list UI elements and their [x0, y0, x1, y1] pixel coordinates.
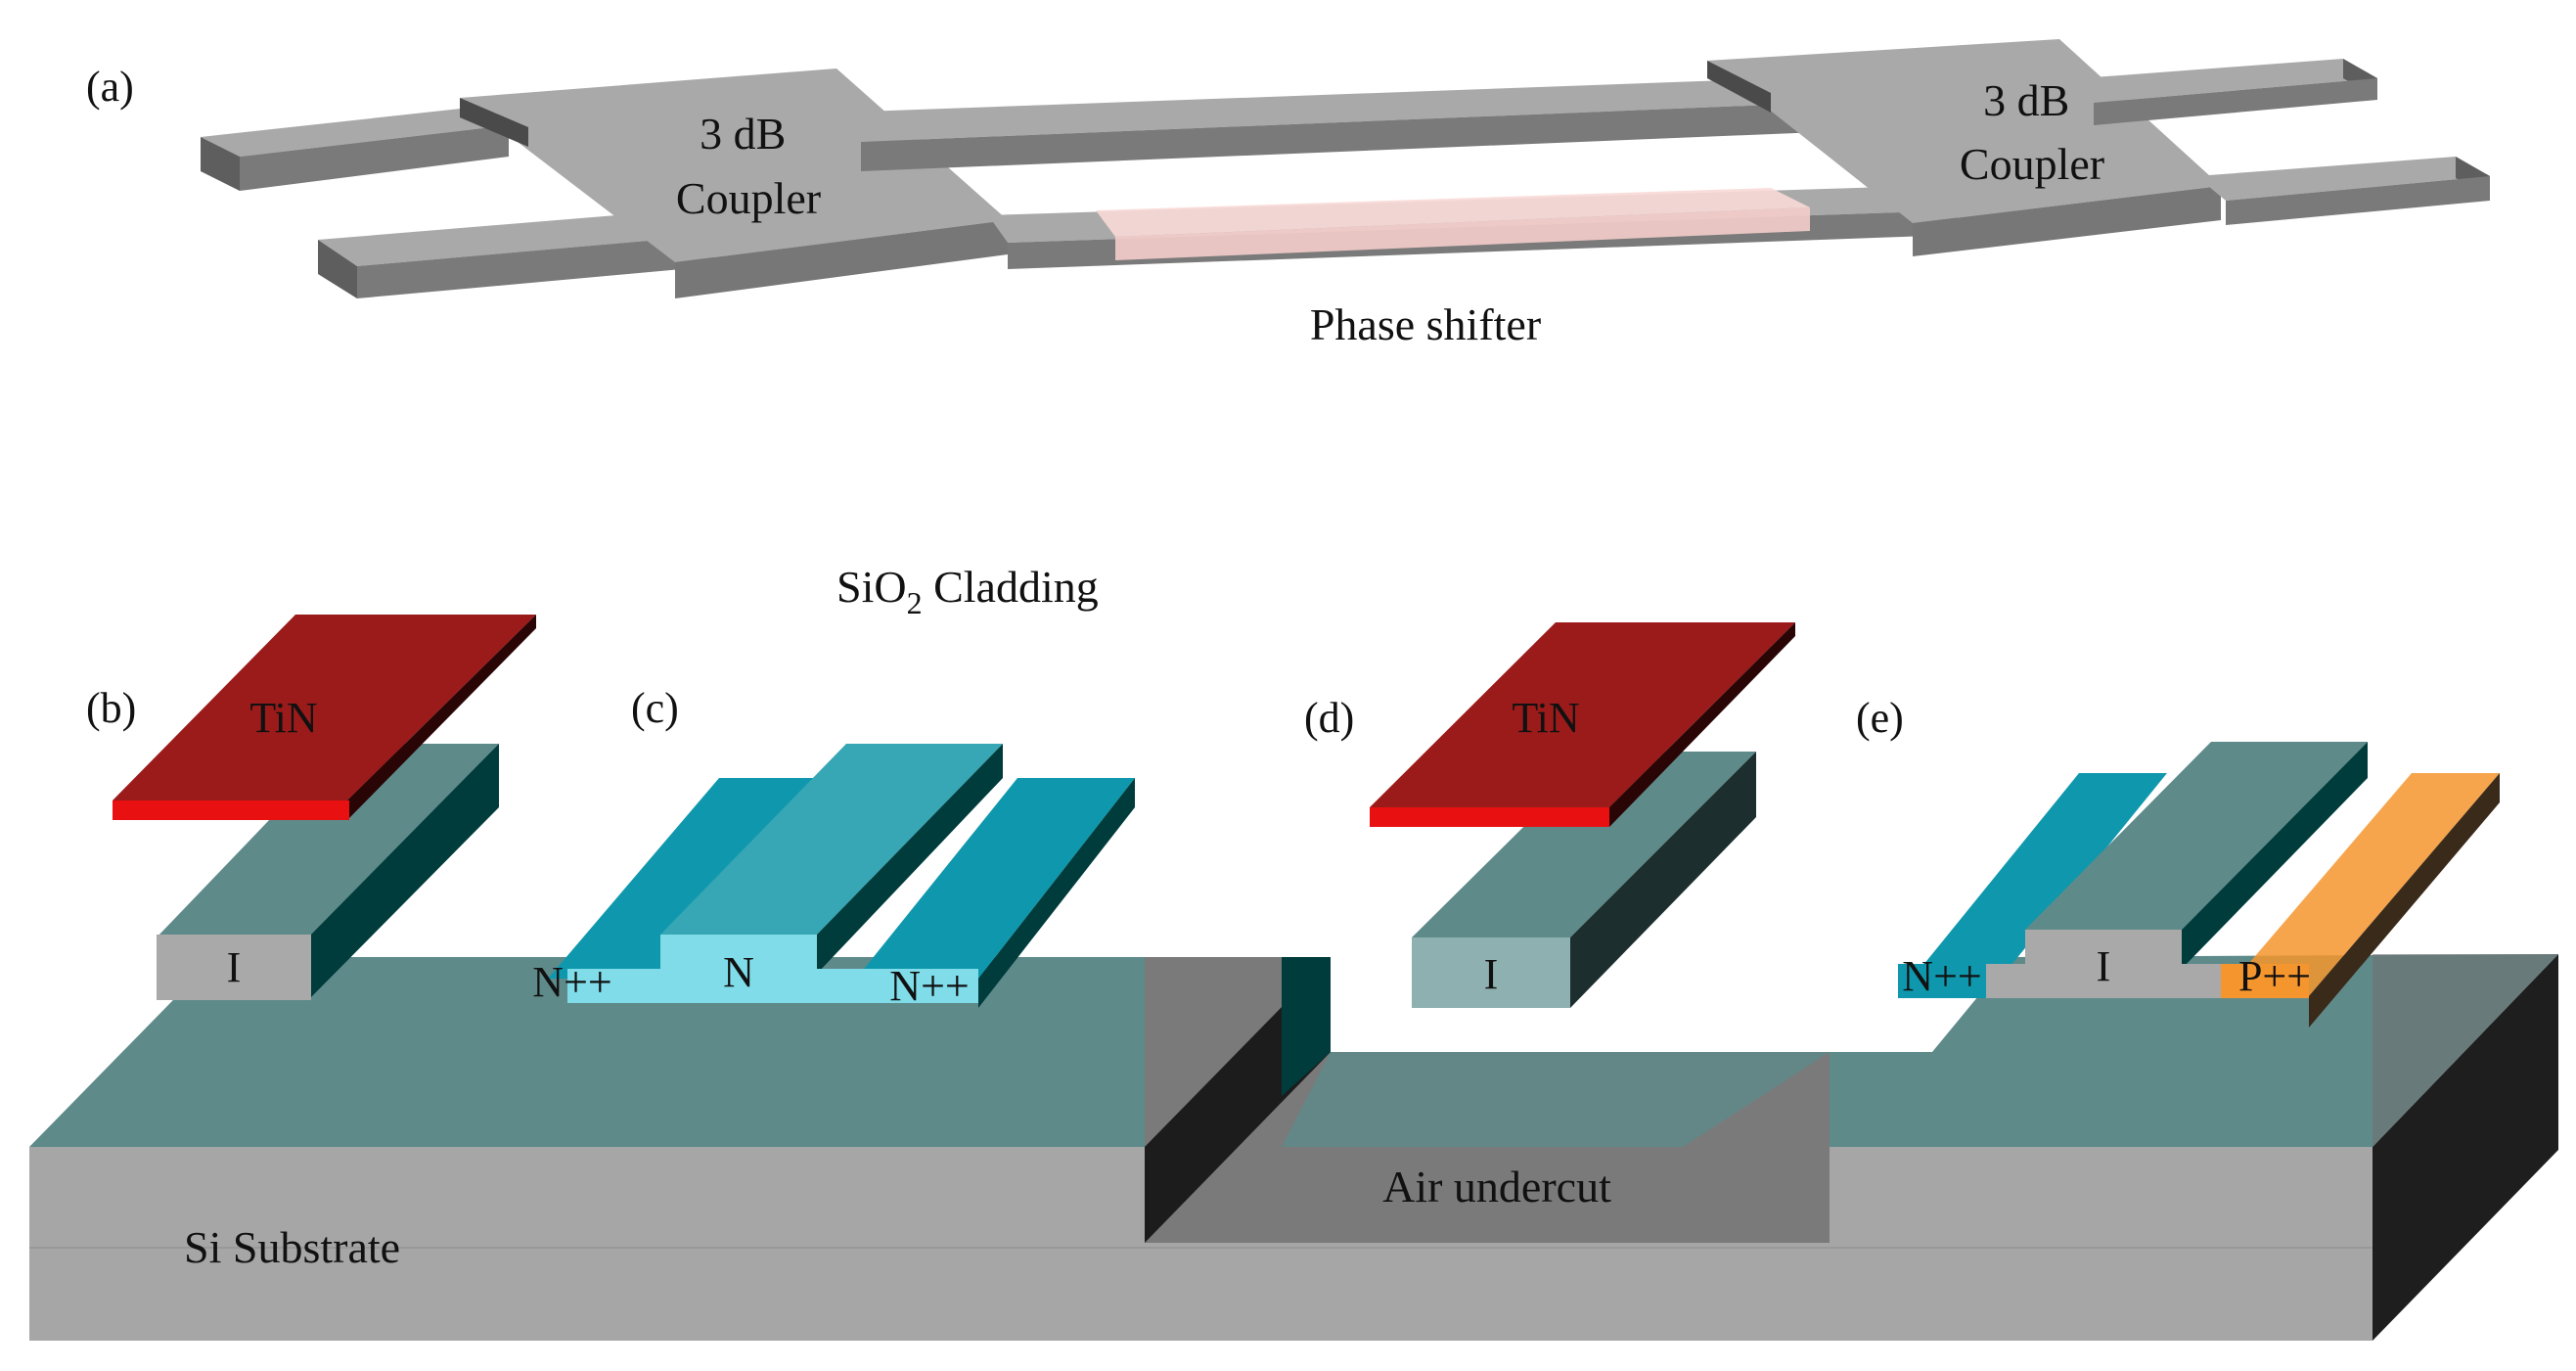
cladding-label: SiO2 Cladding [836, 562, 1099, 620]
tin-label-d: TiN [1512, 694, 1579, 742]
right-coupler-line2: Coupler [1960, 139, 2104, 189]
p-plus-e [2221, 964, 2309, 998]
upper-interferometer-arm [836, 78, 1820, 171]
si-substrate-side [2373, 954, 2558, 1341]
core-i-d [1412, 937, 1570, 1008]
panel-c-label: (c) [631, 684, 679, 732]
device-d-suspended-heater: (d) I TiN [1304, 622, 1795, 1008]
device-c-n-doped: (c) N++ N N++ [532, 684, 1135, 1010]
phase-shifter-region [1096, 188, 1810, 237]
device-e-pin-junction: (e) N++ I P++ [1856, 694, 2500, 1028]
panel-e-label: (e) [1856, 694, 1904, 742]
n-plus-label-e: N++ [1902, 952, 1981, 1000]
left-coupler-line2: Coupler [676, 173, 821, 223]
cladding-left-top [29, 957, 1145, 1147]
n-left-label-c: N++ [532, 958, 611, 1006]
core-i-b [157, 935, 311, 1000]
right-lower-output-arm [2196, 157, 2490, 225]
lower-interferometer-arm [988, 186, 1957, 269]
panel-b-label: (b) [86, 684, 136, 732]
left-lower-input-arm [318, 210, 714, 298]
substrate-label: Si Substrate [184, 1222, 400, 1272]
left-coupler-label: 3 dB Coupler [676, 109, 821, 223]
tin-heater-b [113, 800, 349, 820]
right-coupler-label: 3 dB Coupler [1960, 75, 2104, 189]
n-core-label-c: N [723, 948, 754, 996]
substrate-stack: Si Substrate Air undercut [29, 954, 2558, 1341]
device-b-thermal-heater: (b) I TiN [86, 615, 536, 1000]
tin-label-b: TiN [249, 694, 317, 742]
tin-heater-d [1370, 807, 1609, 827]
undercut-label: Air undercut [1382, 1162, 1611, 1211]
n-slab-c [567, 969, 978, 1003]
p-plus-label-e: P++ [2238, 952, 2311, 1000]
undercut-membrane [1282, 1052, 1830, 1147]
core-i-b-label: I [227, 943, 242, 991]
n-plus-e [1898, 964, 1986, 998]
panel-d-label: (d) [1304, 694, 1354, 742]
mzi-schematic: (a) 3 dB Coupler 3 dB Coupler Phase shif… [86, 39, 2490, 349]
left-upper-input-arm [201, 108, 509, 191]
n-right-label-c: N++ [889, 962, 969, 1010]
core-i-d-label: I [1484, 950, 1499, 998]
right-coupler-line1: 3 dB [1983, 75, 2069, 125]
i-core-label-e: I [2097, 942, 2111, 990]
cladding-right-front [1830, 1147, 2373, 1247]
panel-a-label: (a) [86, 63, 134, 111]
cladding-left-front [29, 1147, 1145, 1247]
i-slab-e [1986, 964, 2221, 998]
right-upper-output-arm [2055, 59, 2377, 125]
left-coupler-line1: 3 dB [700, 109, 786, 159]
phase-shifter-label: Phase shifter [1310, 299, 1541, 349]
